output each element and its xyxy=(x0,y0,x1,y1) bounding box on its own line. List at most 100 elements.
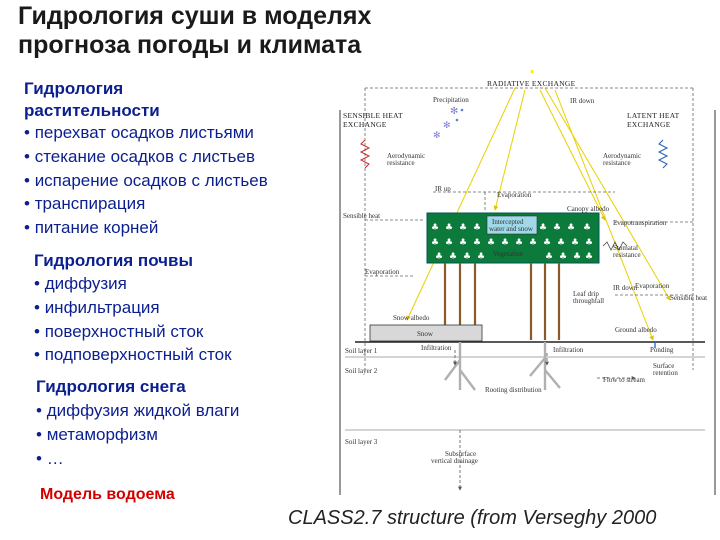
svg-text:♣: ♣ xyxy=(431,238,439,248)
subsurface-label-1: Subsurface xyxy=(445,450,476,458)
stomatal-label-2: resistance xyxy=(613,251,641,259)
snow-heading: Гидрология снега xyxy=(36,377,186,396)
list-item: транспирация xyxy=(24,192,268,216)
svg-text:♣: ♣ xyxy=(585,238,593,248)
svg-text:♣: ♣ xyxy=(557,238,565,248)
snow-list: диффузия жидкой влаги метаморфизм … xyxy=(36,399,240,470)
radiative-exchange-label: RADIATIVE EXCHANGE xyxy=(487,79,576,88)
svg-text:♣: ♣ xyxy=(477,252,485,262)
flow-to-stream-label: Flow to stream xyxy=(603,376,646,384)
svg-text:♣: ♣ xyxy=(545,252,553,262)
svg-text:♣: ♣ xyxy=(445,238,453,248)
aero-resistance-left-2: resistance xyxy=(387,159,415,167)
rooting-distribution-label: Rooting distribution xyxy=(485,386,542,394)
vegetation-heading: Гидрология растительности xyxy=(24,78,160,122)
svg-text:♣: ♣ xyxy=(473,238,481,248)
svg-text:♣: ♣ xyxy=(571,238,579,248)
ground-albedo-label: Ground albedo xyxy=(615,326,657,334)
vegetation-heading-line-1: Гидрология xyxy=(24,79,124,98)
precipitation-label: Precipitation xyxy=(433,96,469,104)
svg-text:♣: ♣ xyxy=(459,238,467,248)
stomatal-resistance-icon xyxy=(602,241,628,251)
canopy-albedo-label: Canopy albedo xyxy=(567,205,610,213)
figure-caption: CLASS2.7 structure (from Verseghy 2000 xyxy=(288,507,657,529)
leaf-icon: ♣♣♣♣ ♣♣♣♣ ♣♣♣♣ ♣♣♣♣ ♣♣♣♣ ♣♣♣♣ ♣♣♣♣ xyxy=(431,223,593,262)
aero-resistance-right-1: Aerodynamic xyxy=(603,152,641,160)
list-item: диффузия жидкой влаги xyxy=(36,399,240,423)
soil-layer-1-label: Soil layer 1 xyxy=(345,347,378,355)
list-item: поверхностный сток xyxy=(34,320,232,344)
latent-heat-exchange-label-1: LATENT HEAT xyxy=(627,111,680,120)
aero-resistance-right-2: resistance xyxy=(603,159,631,167)
svg-text:♣: ♣ xyxy=(501,238,509,248)
svg-text:♣: ♣ xyxy=(487,238,495,248)
vegetation-label: Vegetation xyxy=(493,250,523,258)
svg-text:♣: ♣ xyxy=(567,223,575,233)
svg-text:♣: ♣ xyxy=(435,252,443,262)
lake-model-label: Модель водоема xyxy=(40,486,175,503)
vegetation-list: перехват осадков листьями стекание осадк… xyxy=(24,121,268,240)
resistance-left-icon xyxy=(359,139,371,169)
leaf-drip-label-2: throughfall xyxy=(573,297,604,305)
subsurface-label-2: vertical drainage xyxy=(431,457,478,465)
list-item: испарение осадков с листьев xyxy=(24,169,268,193)
svg-text:♣: ♣ xyxy=(559,252,567,262)
resistance-right-icon xyxy=(657,139,669,169)
svg-text:♣: ♣ xyxy=(445,223,453,233)
leaf-drip-label-1: Leaf drip xyxy=(573,290,599,298)
intercepted-label-1: Intercepted xyxy=(492,218,524,226)
svg-text:✻: ✻ xyxy=(443,120,451,130)
surface-retention-label-2: retention xyxy=(653,369,678,377)
list-item: перехват осадков листьями xyxy=(24,121,268,145)
infiltration-label-1: Infiltration xyxy=(421,344,452,352)
snow-block xyxy=(369,324,483,342)
soil-layer-2-label: Soil layer 2 xyxy=(345,367,378,375)
ir-up-label: IR up xyxy=(435,185,451,193)
surface-retention-label-1: Surface xyxy=(653,362,674,370)
svg-text:✻: ✻ xyxy=(450,106,458,117)
svg-text:♣: ♣ xyxy=(463,252,471,262)
ir-down-top-label: IR down xyxy=(570,97,595,105)
page-title-line-2: прогноза погоды и климата xyxy=(18,31,362,59)
list-item: инфильтрация xyxy=(34,296,232,320)
evapotranspiration-label: Evapotranspiration xyxy=(613,219,667,227)
latent-heat-exchange-label-2: EXCHANGE xyxy=(627,120,671,129)
list-item: подповерхностный сток xyxy=(34,343,232,367)
svg-text:♣: ♣ xyxy=(515,238,523,248)
soil-list: диффузия инфильтрация поверхностный сток… xyxy=(34,272,232,367)
sensible-heat-exchange-label-1: SENSIBLE HEAT xyxy=(343,111,403,120)
soil-heading: Гидрология почвы xyxy=(34,251,194,270)
svg-text:♣: ♣ xyxy=(583,223,591,233)
list-item: питание корней xyxy=(24,216,268,240)
snow-label: Snow xyxy=(417,330,434,338)
raindrop-icon xyxy=(455,108,464,122)
sensible-heat-right-label: Sensible heat xyxy=(670,294,707,302)
svg-text:♣: ♣ xyxy=(553,223,561,233)
intercepted-water-box xyxy=(486,215,538,235)
stomatal-label-1: Stomatal xyxy=(613,244,638,252)
svg-text:♣: ♣ xyxy=(449,252,457,262)
svg-text:♣: ♣ xyxy=(473,223,481,233)
svg-text:♣: ♣ xyxy=(459,223,467,233)
aero-resistance-left-1: Aerodynamic xyxy=(387,152,425,160)
snowflake-icon: ✻ ✻ ✻ xyxy=(433,106,458,140)
list-item: метаморфизм xyxy=(36,423,239,447)
evaporation-right-label: Evaporation xyxy=(635,282,670,290)
ponding-label: Ponding xyxy=(650,346,674,354)
sun-icon xyxy=(530,70,534,73)
svg-text:✻: ✻ xyxy=(433,130,441,140)
page-title-line-1: Гидрология суши в моделях xyxy=(18,2,372,30)
evaporation-left-label: Evaporation xyxy=(365,268,400,276)
svg-text:♣: ♣ xyxy=(431,223,439,233)
sensible-heat-label: Sensible heat xyxy=(343,212,380,220)
svg-text:♣: ♣ xyxy=(539,223,547,233)
vegetation-heading-line-2: растительности xyxy=(24,101,160,120)
ir-down-mid-label: IR down xyxy=(613,284,638,292)
intercepted-label-2: water and snow xyxy=(489,225,534,233)
infiltration-label-2: Infiltration xyxy=(553,346,584,354)
soil-layer-3-label: Soil layer 3 xyxy=(345,438,378,446)
roots-icon xyxy=(444,342,561,391)
list-item: диффузия xyxy=(34,272,232,296)
svg-text:♣: ♣ xyxy=(573,252,581,262)
list-item: стекание осадков с листьев xyxy=(24,145,268,169)
